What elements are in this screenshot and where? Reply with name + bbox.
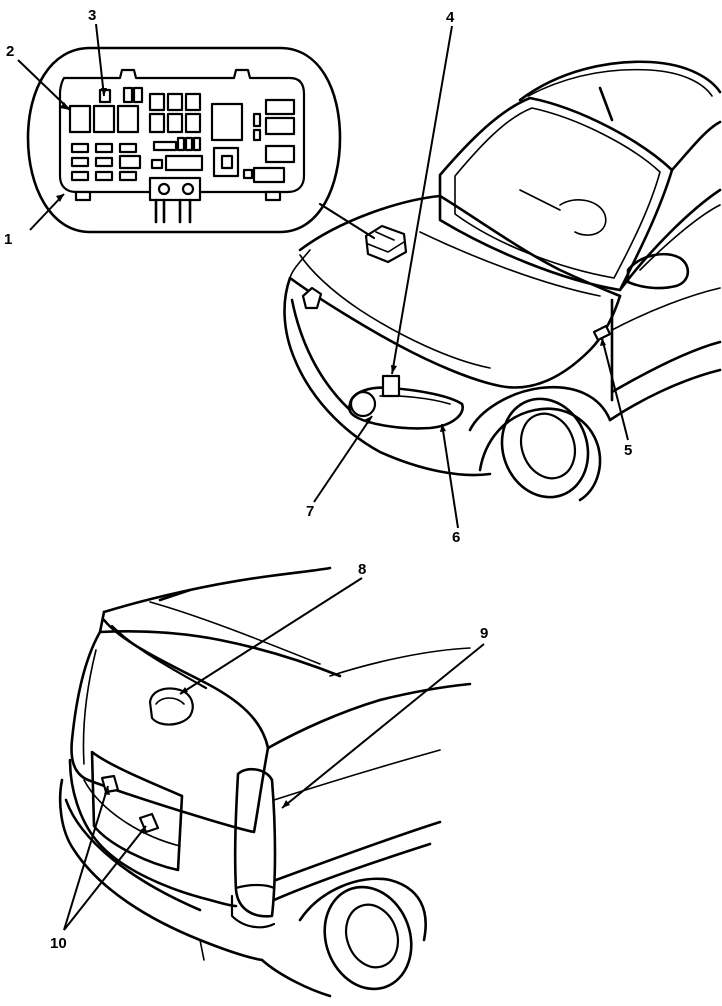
engine-bay-fuse-box [364,224,408,264]
callout-4: 4 [446,9,455,26]
callout-1: 1 [4,231,12,248]
headlight-relay [381,374,401,398]
hood-badge [301,286,323,310]
callout-8: 8 [358,561,366,578]
callout-10: 10 [50,935,67,952]
license-light-left [100,774,120,794]
hood-line [298,194,622,298]
headlight [347,386,464,430]
tail-lamp [233,767,277,918]
callout-3: 3 [88,7,96,24]
fuse-box-inset [26,46,376,240]
callout-labels: 1 2 3 4 5 6 7 8 9 10 [4,7,632,952]
door-component [592,324,612,342]
license-plate-recess [90,750,184,872]
antenna [598,86,614,122]
callout-2: 2 [6,43,14,60]
leader-lines [17,23,629,931]
front-wheel [500,397,590,499]
callout-7: 7 [306,503,314,520]
side-mirror [626,253,690,290]
liftgate-handle [148,687,194,726]
callout-5: 5 [624,442,632,459]
windshield [438,96,674,292]
rear-wheel [323,885,413,991]
inset-frame [26,46,342,234]
callout-9: 9 [480,625,488,642]
front-vehicle-illustration [283,60,722,502]
callout-6: 6 [452,529,460,546]
rear-vehicle-illustration [58,566,472,998]
